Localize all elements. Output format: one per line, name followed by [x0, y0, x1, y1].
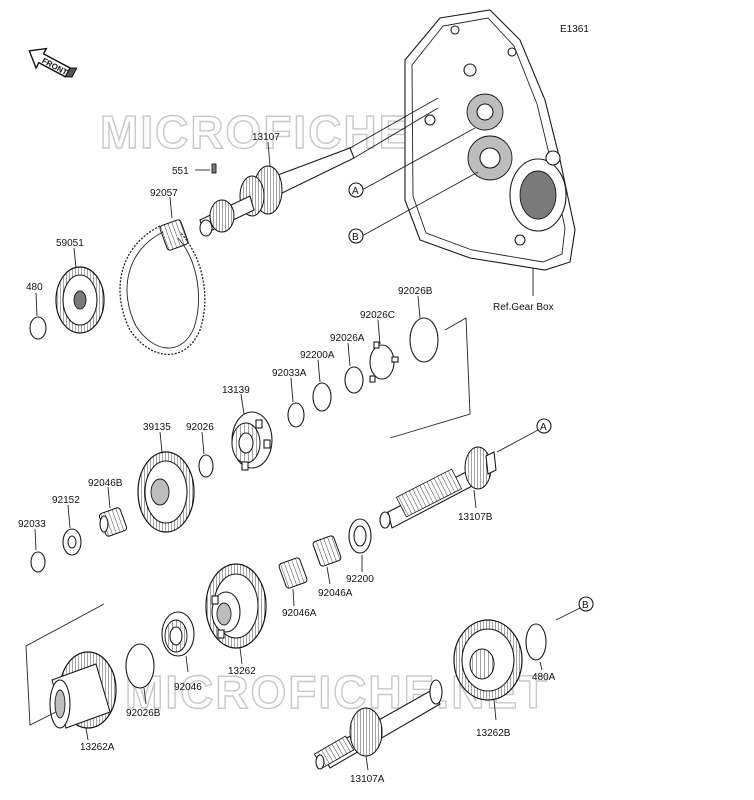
callout-a-shaft	[536, 418, 552, 434]
label-13107a: 13107A	[350, 774, 385, 785]
label-13107: 13107	[252, 132, 280, 143]
shaft-13107b	[379, 446, 497, 529]
gear-13262b	[453, 619, 523, 701]
needle-bearing-92046b	[98, 507, 128, 537]
circlip-92033	[30, 551, 46, 573]
needle-bearing-92057	[159, 219, 189, 251]
label-480a: 480A	[532, 672, 556, 683]
callout-b-top	[348, 228, 364, 244]
dog-clutch-13139	[231, 411, 273, 471]
retainer-92026c	[369, 341, 399, 383]
ref-gear-box-label: Ref.Gear Box	[493, 302, 554, 313]
label-92033: 92033	[18, 519, 46, 530]
label-13262b: 13262B	[476, 728, 511, 739]
needle-bearing-92046a-left	[278, 557, 308, 589]
drive-chain	[119, 225, 206, 355]
label-92026: 92026	[186, 422, 214, 433]
needle-bearing-92046a-right	[312, 535, 342, 567]
label-551: 551	[172, 166, 189, 177]
label-92026a: 92026A	[330, 333, 365, 344]
washer-92026a	[344, 366, 364, 394]
gear-13262	[205, 563, 267, 649]
gear-13262a	[49, 651, 117, 729]
label-480: 480	[26, 282, 43, 293]
callout-b-bottom	[578, 596, 594, 612]
label-92200a: 92200A	[300, 350, 335, 361]
label-92057: 92057	[150, 188, 178, 199]
bearing-92046	[161, 611, 195, 657]
label-39135: 39135	[143, 422, 171, 433]
label-92046a-left: 92046A	[282, 608, 317, 619]
circlip-92033a	[287, 402, 305, 428]
shaft-13107	[199, 97, 439, 237]
callout-a-top-letter: A	[352, 186, 359, 197]
washer-92200a	[312, 382, 332, 412]
callout-a-top	[348, 182, 364, 198]
label-92200: 92200	[346, 574, 374, 585]
label-13262: 13262	[228, 666, 256, 677]
ring-480a	[525, 623, 547, 661]
front-arrow-icon: FRONT	[28, 47, 78, 78]
label-92026b-lower: 92026B	[126, 708, 161, 719]
washer-92026	[198, 454, 214, 478]
svg-text:B: B	[582, 600, 589, 611]
label-92026b-upper: 92026B	[398, 286, 433, 297]
label-13107b: 13107B	[458, 512, 493, 523]
label-13139: 13139	[222, 385, 250, 396]
label-92046b: 92046B	[88, 478, 123, 489]
label-92152: 92152	[52, 495, 80, 506]
label-92046a-right: 92046A	[318, 588, 353, 599]
diagram-code: E1361	[560, 24, 589, 35]
ring-92026b-lower	[125, 643, 155, 689]
pin-551	[211, 163, 217, 174]
label-92033a: 92033A	[272, 368, 307, 379]
gear-39135	[137, 451, 195, 533]
svg-text:B: B	[352, 232, 359, 243]
ring-480	[29, 316, 47, 340]
ring-92026b-upper	[409, 317, 439, 363]
label-13262a: 13262A	[80, 742, 115, 753]
svg-text:A: A	[540, 422, 547, 433]
gear-box-housing	[404, 9, 576, 271]
label-59051: 59051	[56, 238, 84, 249]
sprocket-59051	[55, 266, 105, 334]
label-92026c: 92026C	[360, 310, 395, 321]
label-92046: 92046	[174, 682, 202, 693]
